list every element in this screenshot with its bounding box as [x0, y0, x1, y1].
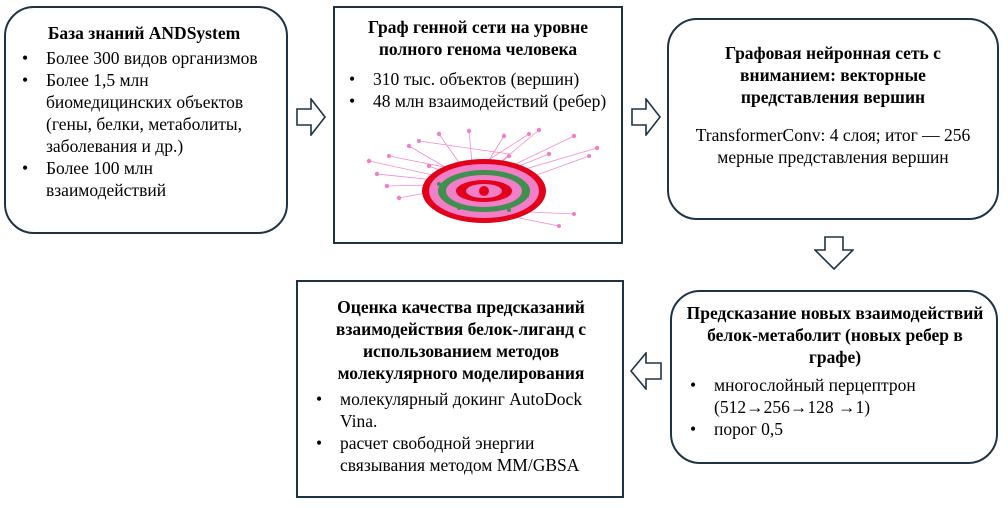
evaluation-item-mmgbsa: расчет свободной энергии связывания мето… — [310, 432, 612, 476]
andsystem-item-interactions: Более 100 млн взаимодействий — [16, 157, 272, 201]
arrow-right-1 — [296, 98, 326, 136]
evaluation-item-docking: молекулярный докинг AutoDock Vina. — [310, 388, 612, 432]
prediction-box: Предсказание новых взаимодействий белок-… — [670, 290, 998, 464]
gene-network-item-edges: 48 млн взаимодействий (ребер) — [343, 90, 613, 112]
arrow-down — [814, 236, 854, 270]
prediction-list: многослойный перцептрон (512→256→128 →1)… — [684, 374, 986, 440]
andsystem-item-objects: Более 1,5 млн биомедицинских объектов (г… — [16, 69, 272, 157]
gene-network-item-nodes: 310 тыс. объектов (вершин) — [343, 68, 613, 90]
andsystem-box: База знаний ANDSystem Более 300 видов ор… — [4, 6, 288, 234]
gnn-box: Графовая нейронная сеть с вниманием: век… — [667, 18, 999, 220]
arrow-left — [630, 352, 662, 390]
evaluation-title: Оценка качества предсказаний взаимодейст… — [335, 297, 587, 383]
evaluation-list: молекулярный докинг AutoDock Vina. расче… — [310, 388, 612, 476]
arrow-right-2 — [631, 98, 661, 136]
andsystem-item-organisms: Более 300 видов организмов — [16, 47, 272, 69]
evaluation-box: Оценка качества предсказаний взаимодейст… — [296, 280, 624, 498]
prediction-item-threshold: порог 0,5 — [684, 418, 986, 440]
prediction-title: Предсказание новых взаимодействий белок-… — [686, 303, 984, 367]
prediction-item-mlp: многослойный перцептрон (512→256→128 →1) — [684, 374, 986, 418]
gene-network-list: 310 тыс. объектов (вершин) 48 млн взаимо… — [343, 68, 613, 112]
andsystem-title: База знаний ANDSystem — [47, 23, 241, 43]
gnn-description: TransformerConv: 4 слоя; итог — 256 мерн… — [695, 125, 971, 167]
gene-network-graph-image — [366, 127, 600, 228]
andsystem-list: Более 300 видов организмов Более 1,5 млн… — [16, 47, 272, 201]
gene-network-title: Граф генной сети на уровне полного геном… — [368, 17, 588, 59]
gene-network-box: Граф генной сети на уровне полного геном… — [333, 6, 623, 244]
gnn-title: Графовая нейронная сеть с вниманием: век… — [725, 43, 941, 107]
